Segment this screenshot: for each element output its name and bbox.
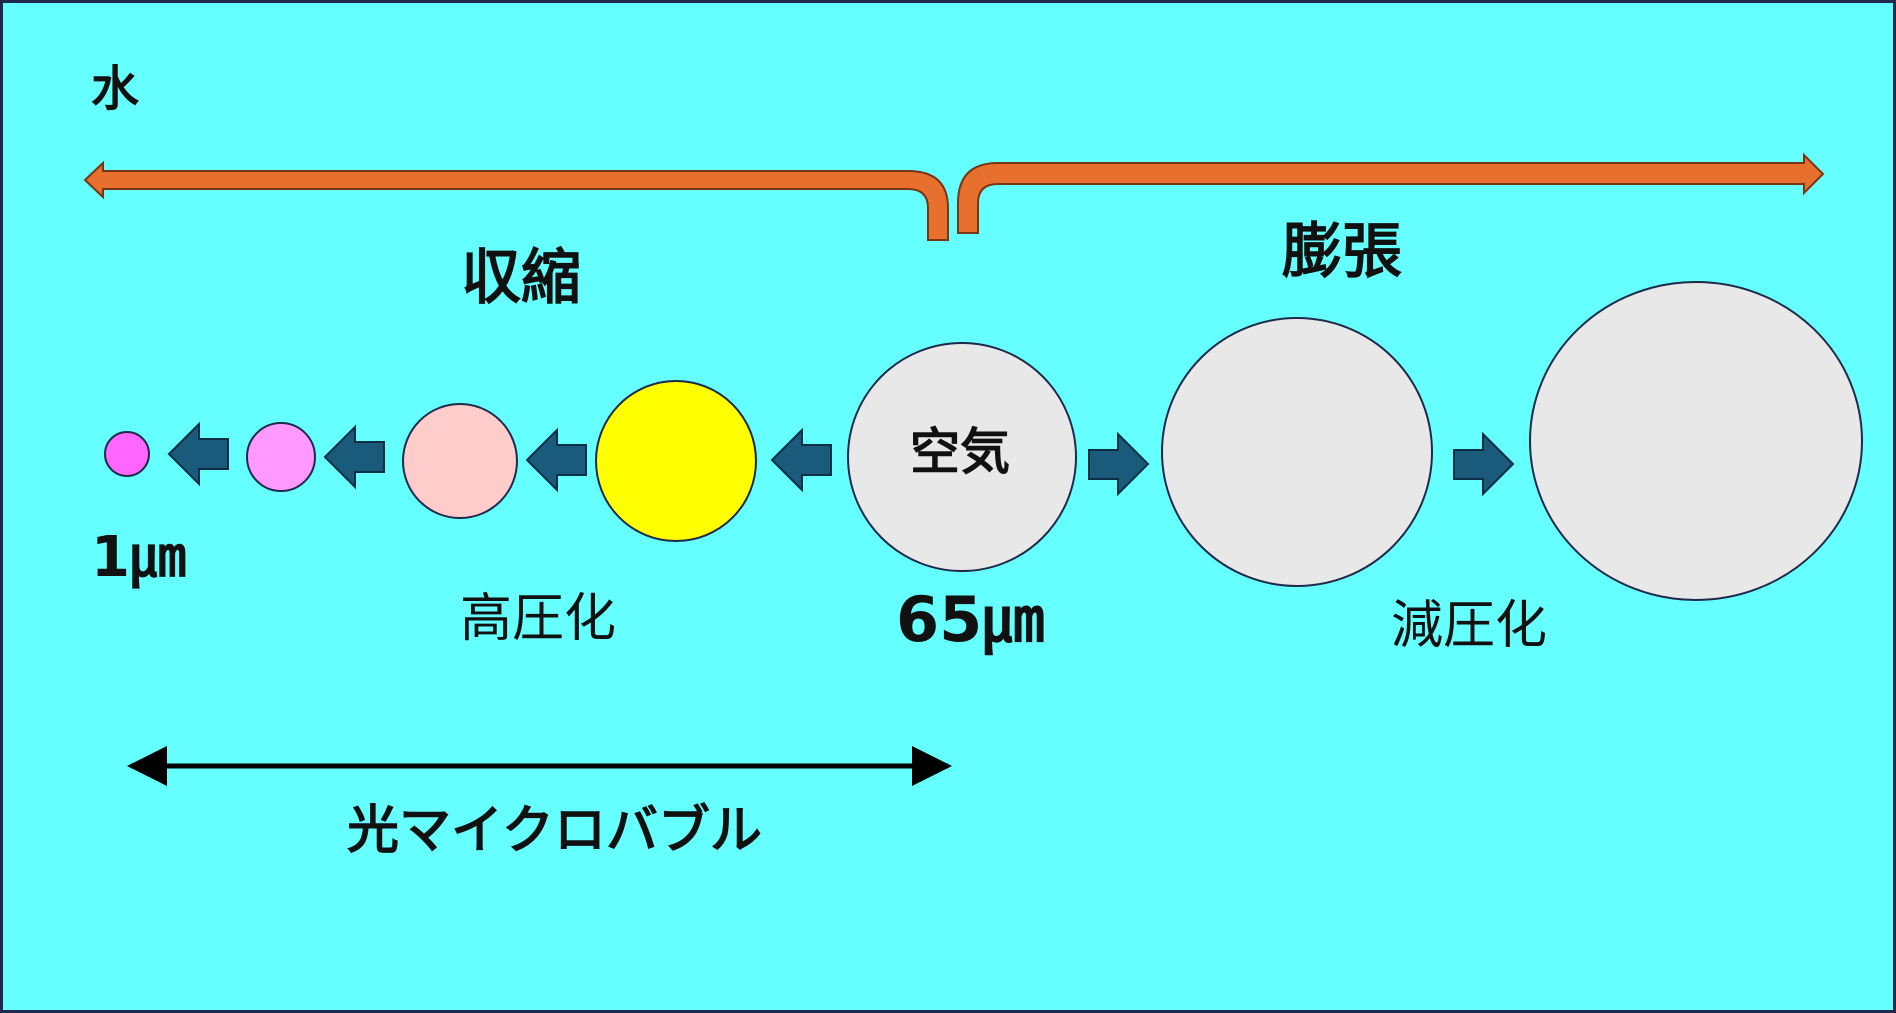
- magenta-bubble: [104, 431, 150, 477]
- large-bubble: [1161, 317, 1433, 587]
- arrow-left-icon: [323, 424, 385, 490]
- air-bubble: [847, 342, 1077, 572]
- arrow-right-icon: [1088, 431, 1150, 497]
- expansion-label: 膨張: [1282, 217, 1402, 287]
- micro-bubble-label: 光マイクロバブル: [347, 801, 762, 861]
- light-pink-bubble: [402, 403, 518, 519]
- water-label: 水: [91, 61, 140, 117]
- air-label: 空気: [910, 423, 1010, 481]
- pink-bubble: [246, 422, 316, 492]
- size-small-label: 1㎛: [91, 525, 186, 590]
- arrow-left-icon: [167, 421, 229, 487]
- arrow-left-icon: [525, 427, 587, 493]
- yellow-bubble: [595, 380, 757, 542]
- pressurize-label: 高圧化: [460, 589, 617, 649]
- arrow-left-icon: [770, 427, 832, 493]
- contraction-label: 収縮: [461, 243, 581, 313]
- contraction-bracket-arrow: [83, 160, 949, 241]
- expansion-bracket-arrow: [957, 152, 1825, 234]
- diagram-graphics: 空気: [83, 152, 1863, 786]
- arrow-right-icon: [1453, 431, 1515, 497]
- size-air-label: 65㎛: [896, 583, 1045, 656]
- largest-bubble: [1529, 281, 1863, 601]
- depressurize-label: 減圧化: [1391, 596, 1548, 656]
